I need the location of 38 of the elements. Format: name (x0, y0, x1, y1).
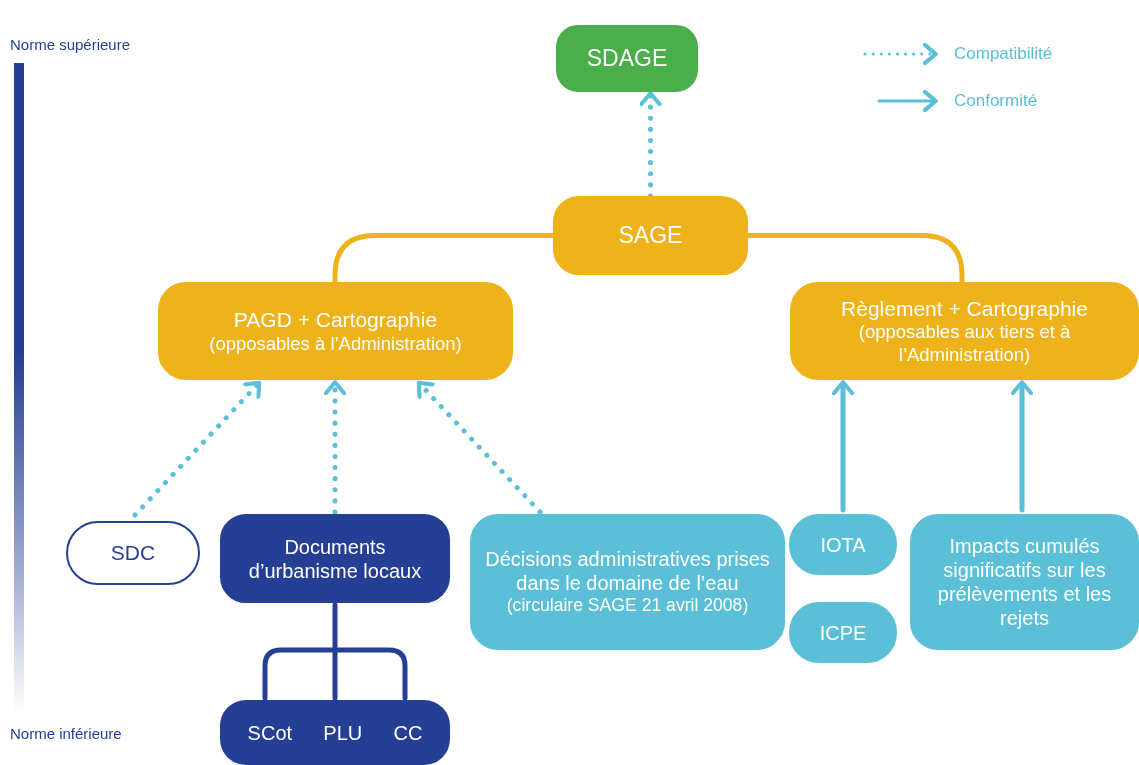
rounded-box (556, 25, 698, 92)
arrow (416, 380, 543, 515)
node-text: Impacts cumulés significatifs sur les prélèvements et les rejets (936, 534, 1113, 630)
node-text: IOTA (820, 532, 866, 557)
arrow (831, 380, 855, 513)
rounded-box (470, 514, 785, 650)
scale-label: Norme supérieure (10, 36, 131, 53)
scale-label: Norme inférieure (10, 725, 122, 742)
rounded-box (220, 514, 450, 603)
legend-text: Compatibilité (954, 44, 1053, 64)
arrow (132, 380, 262, 518)
node-text: PAGD + Cartographie (233, 307, 438, 333)
node-text: SDC (110, 540, 156, 566)
outlined-rounded-box (66, 521, 200, 585)
node-text: PLU (323, 720, 363, 745)
rounded-box (220, 700, 450, 765)
node-text: SDAGE (586, 44, 668, 73)
rounded-box (790, 282, 1139, 380)
rounded-box (789, 602, 897, 663)
rounded-box (910, 514, 1139, 650)
rounded-box (158, 282, 513, 380)
node-subtext: (circulaire SAGE 21 avril 2008) (506, 595, 749, 617)
node-text: Décisions administratives prises dans le domaine de l’eau (484, 547, 771, 596)
node-text: Règlement + Cartographie (841, 296, 1088, 322)
node-subtext: (opposables aux tiers et à l’Administration) (857, 321, 1072, 366)
connector-line (262, 602, 408, 701)
arrow (323, 380, 347, 515)
rounded-box (553, 196, 748, 275)
rounded-box (789, 514, 897, 575)
node-text: CC (393, 720, 423, 745)
arrow (639, 91, 662, 199)
node-text: Documents d’urbanisme locaux (247, 534, 423, 583)
node-text: SAGE (618, 221, 683, 250)
arrow (1010, 380, 1034, 513)
node-text: SCot (247, 720, 293, 745)
node-text: ICPE (819, 620, 867, 645)
legend-text: Conformité (954, 91, 1038, 111)
node-subtext: (opposables à l’Administration) (209, 332, 462, 355)
